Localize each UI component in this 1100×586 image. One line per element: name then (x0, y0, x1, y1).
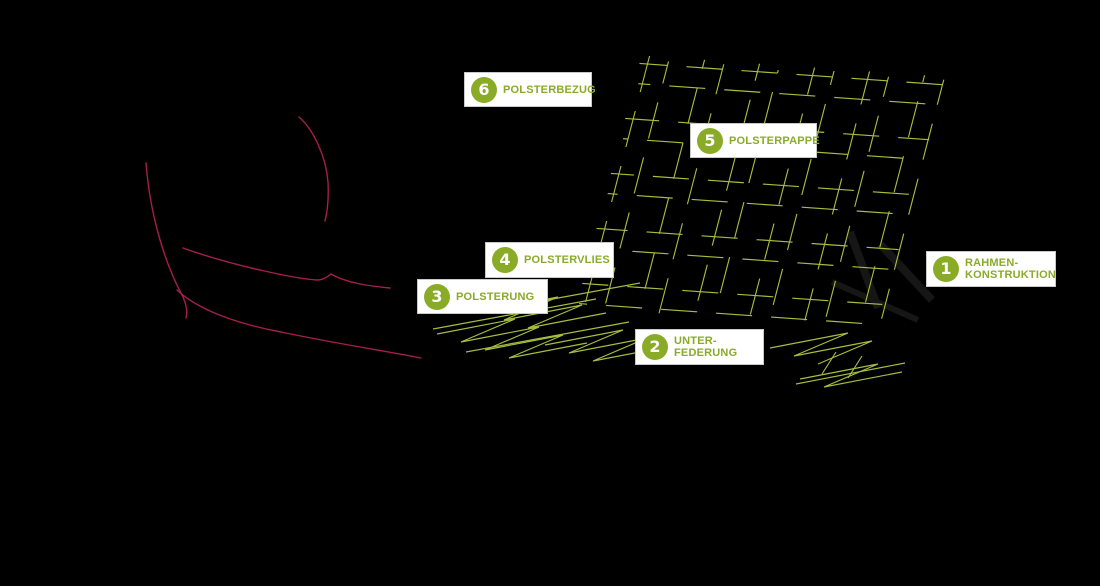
step-2-badge: 2 (642, 334, 668, 360)
label-polstervlies: 4 POLSTERVLIES (485, 242, 614, 278)
label-polsterpappe-text: POLSTERPAPPE (729, 134, 820, 147)
label-polsterbezug-text: POLSTERBEZUG (503, 83, 596, 96)
step-1-badge: 1 (933, 256, 959, 282)
label-polsterpappe: 5 POLSTERPAPPE (690, 123, 820, 158)
label-polsterung-text: POLSTERUNG (456, 290, 535, 303)
label-rahmenkonstruktion-text: RAHMEN- KONSTRUKTION (965, 257, 1057, 281)
step-6-badge: 6 (471, 76, 497, 103)
label-unterfederung: 2 UNTER- FEDERUNG (635, 329, 764, 365)
label-rahmenkonstruktion: 1 RAHMEN- KONSTRUKTION (926, 251, 1056, 287)
frame-construction-drawing (830, 230, 935, 323)
label-unterfederung-text: UNTER- FEDERUNG (674, 335, 738, 359)
label-polsterbezug: 6 POLSTERBEZUG (464, 72, 596, 107)
step-3-badge: 3 (424, 283, 450, 310)
step-5-badge: 5 (697, 127, 723, 154)
weave-pattern-drawing (578, 55, 945, 325)
label-polstervlies-text: POLSTERVLIES (524, 254, 610, 266)
sofa-outline-drawing (145, 116, 422, 359)
label-polsterung: 3 POLSTERUNG (417, 279, 548, 314)
step-4-badge: 4 (492, 247, 518, 273)
